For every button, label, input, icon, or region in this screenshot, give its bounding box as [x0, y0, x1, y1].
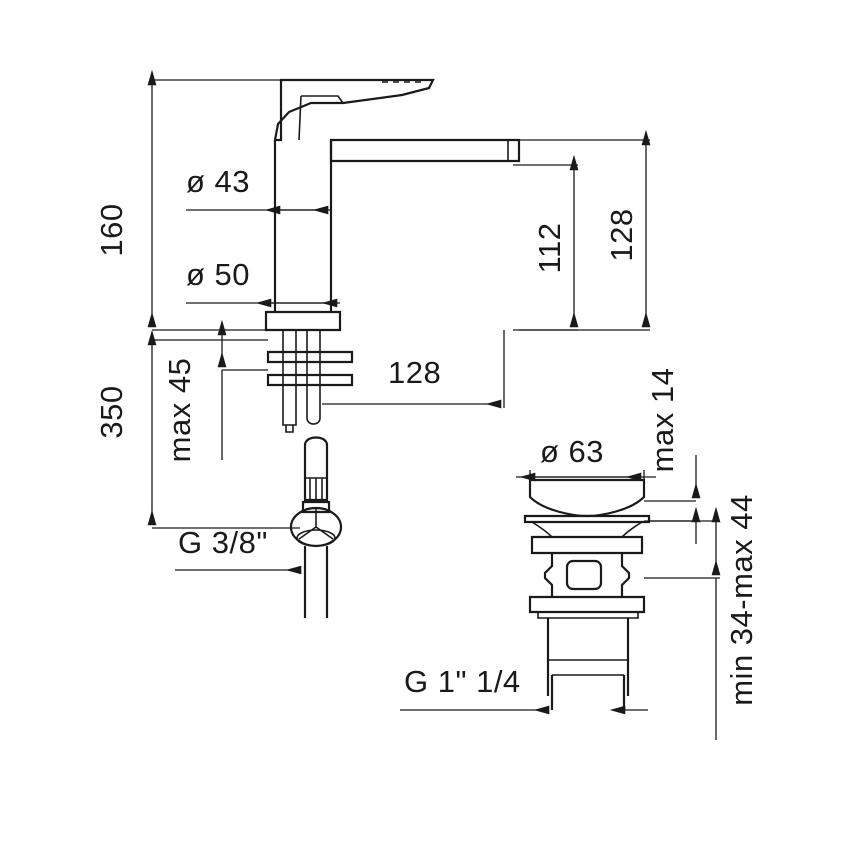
dimension-base-128: 128 [322, 330, 505, 409]
shank-bolt-end [282, 400, 297, 426]
label-thread-g38: G 3/8" [178, 525, 268, 560]
hose-upper-sleeve [303, 436, 329, 502]
label-diameter-43: ø 43 [186, 164, 250, 199]
waste-cap-seat [523, 514, 651, 524]
mounting-washer-upper [266, 350, 354, 364]
label-diameter-63: ø 63 [540, 434, 604, 469]
faucet-column [273, 140, 333, 312]
hex-nut-base-ring [296, 529, 336, 547]
dimension-reach-112: 112 [513, 154, 579, 331]
hex-nut-facets [298, 508, 334, 540]
hose-crimp-collar [301, 500, 331, 514]
supply-hose-tube [303, 546, 329, 618]
label-max-14: max 14 [645, 368, 680, 473]
dimension-diameter-43: ø 43 [186, 164, 331, 215]
shank-bolt-tip [285, 425, 294, 433]
label-height-160: 160 [94, 203, 129, 256]
waste-washer [537, 611, 639, 619]
faucet-lever-handle [273, 78, 435, 142]
lever-underside-edge [301, 95, 344, 104]
label-max-45: max 45 [162, 358, 197, 463]
faucet-body-geometry [264, 78, 521, 618]
dimension-thread-g38: G 3/8" [175, 525, 302, 575]
label-base-128: 128 [388, 355, 441, 390]
faucet-shank [282, 330, 321, 418]
waste-threaded-barrel [546, 618, 630, 696]
dimension-max-45: max 45 [162, 319, 268, 463]
dimension-reach-128: 128 [519, 129, 651, 331]
waste-upper-flange [530, 535, 644, 555]
waste-body-waist [543, 553, 631, 597]
label-reach-128: 128 [604, 208, 639, 261]
hose-outlet-round [306, 417, 321, 425]
dimension-thread-g114: G 1" 1/4 [400, 664, 648, 715]
dimension-diameter-50: ø 50 [186, 257, 340, 308]
faucet-base-flange [264, 310, 342, 332]
label-diameter-50: ø 50 [186, 257, 250, 292]
hose-crimp-ribs [305, 477, 327, 502]
waste-tail-tube [550, 675, 626, 710]
dimension-range-34-44: min 34-max 44 [644, 494, 759, 740]
pop-up-waste-geometry [523, 478, 651, 710]
waste-overflow-port [565, 559, 603, 591]
waste-cap-dome [528, 478, 646, 518]
faucet-spout-arm [329, 138, 521, 163]
waste-neck-taper [531, 521, 643, 538]
waste-lower-flange [528, 595, 646, 614]
dimension-diameter-63: ø 63 [516, 434, 656, 482]
label-reach-112: 112 [532, 223, 567, 274]
lever-back-edge [298, 95, 302, 141]
dimension-max-14: max 14 [644, 368, 701, 544]
dimension-height-350: 350 [94, 329, 300, 529]
label-range-34-44: min 34-max 44 [724, 494, 759, 706]
mounting-nut-lower [266, 373, 354, 387]
dimension-height-160: 160 [94, 69, 285, 331]
label-thread-g114: G 1" 1/4 [404, 664, 521, 699]
label-height-350: 350 [94, 385, 129, 438]
